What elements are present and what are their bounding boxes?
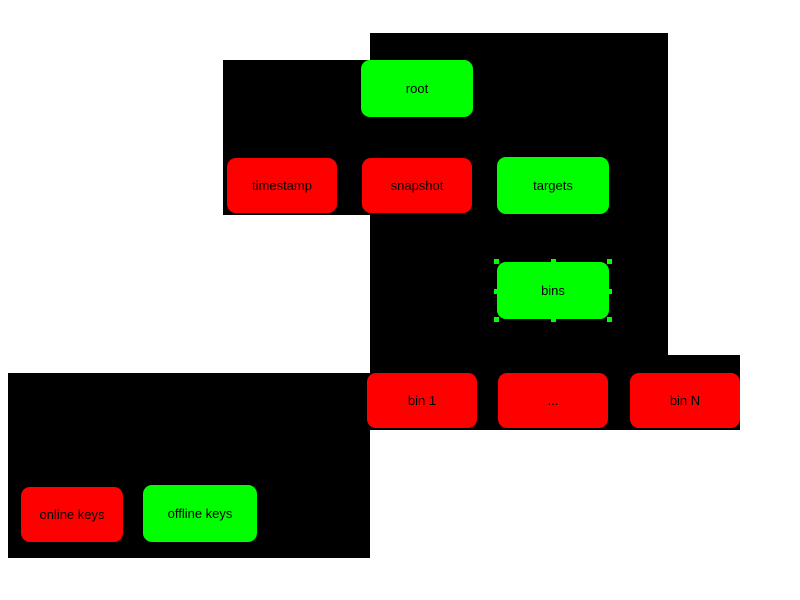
selection-handle-bm[interactable] — [551, 317, 556, 322]
node-root[interactable]: root — [361, 60, 473, 117]
node-label-snapshot: snapshot — [390, 178, 444, 193]
selection-handle-br[interactable] — [607, 317, 612, 322]
node-bin-1[interactable]: bin 1 — [367, 373, 477, 428]
selection-handle-bl[interactable] — [494, 317, 499, 322]
node-label-targets: targets — [533, 178, 573, 193]
node-targets[interactable]: targets — [497, 157, 609, 214]
selection-handle-mr[interactable] — [607, 288, 612, 294]
node-label-bins: bins — [541, 283, 565, 298]
node-snapshot[interactable]: snapshot — [362, 158, 472, 213]
selection-handle-tm[interactable] — [551, 259, 556, 264]
node-label-bin-ellipsis: ... — [547, 393, 559, 408]
node-label-bin-1: bin 1 — [407, 393, 437, 408]
selection-handle-tr[interactable] — [607, 259, 612, 264]
node-bin-ellipsis[interactable]: ... — [498, 373, 608, 428]
selection-handle-ml[interactable] — [494, 288, 499, 294]
node-label-online-keys: online keys — [39, 507, 105, 522]
node-label-root: root — [405, 81, 429, 96]
node-online-keys[interactable]: online keys — [21, 487, 123, 542]
node-offline-keys[interactable]: offline keys — [143, 485, 257, 542]
node-label-bin-n: bin N — [669, 393, 701, 408]
node-label-offline-keys: offline keys — [167, 506, 233, 521]
node-bins[interactable]: bins — [494, 259, 612, 322]
node-label-timestamp: timestamp — [252, 178, 312, 193]
selection-handle-tl[interactable] — [494, 259, 499, 264]
node-bin-n[interactable]: bin N — [630, 373, 740, 428]
node-timestamp[interactable]: timestamp — [227, 158, 337, 213]
